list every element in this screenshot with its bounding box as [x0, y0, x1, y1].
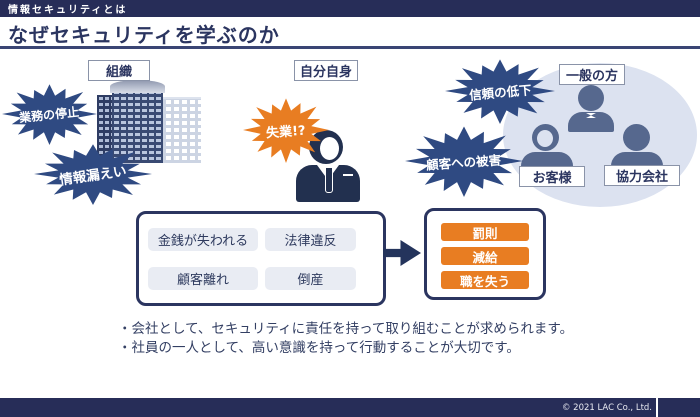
businessman-tie [325, 167, 333, 193]
self-label: 自分自身 [294, 60, 358, 81]
penalty-item-punishment: 罰則 [441, 223, 529, 241]
burst-info-leak: 情報漏えい [34, 144, 152, 205]
customer-person-head [532, 124, 559, 151]
burst-customer-damage: 顧客への被害 [405, 126, 523, 197]
partner-person-head [623, 124, 650, 151]
businessman-face [320, 137, 339, 160]
penalty-item-paycut: 減給 [441, 247, 529, 265]
page-title: なぜセキュリティを学ぶのか [8, 23, 280, 47]
penalty-box: 罰則 減給 職を失う [424, 208, 546, 300]
businessman-body [296, 165, 360, 202]
building-icon [97, 80, 201, 163]
copyright-text: © 2021 LAC Co., Ltd. [561, 402, 652, 413]
bullet-line-2: ・社員の一人として、高い意識を持って行動することが大切です。 [118, 340, 520, 356]
businessman-head [309, 130, 343, 164]
burst-business-stop: 業務の停止 [2, 84, 97, 145]
partner-label: 協力会社 [604, 165, 680, 186]
penalty-item-joblose: 職を失う [441, 271, 529, 289]
burst-info-leak-label: 情報漏えい [58, 163, 128, 189]
customer-person-face [537, 130, 553, 147]
public-person-icon [568, 85, 614, 132]
impact-box: 金銭が失われる 法律違反 顧客離れ 倒産 [136, 211, 386, 306]
public-label: 一般の方 [559, 64, 625, 85]
topbar: 情報セキュリティとは [0, 0, 700, 17]
bullet-line-1: ・会社として、セキュリティに責任を持って取り組むことが求められます。 [118, 321, 574, 337]
impact-item-law: 法律違反 [265, 228, 356, 251]
customer-label: お客様 [519, 166, 585, 187]
customer-person-icon [521, 124, 573, 172]
burst-job-loss-label: 失業!? [265, 123, 307, 141]
kicker-label: 情報セキュリティとは [8, 5, 128, 16]
impact-item-bankruptcy: 倒産 [265, 267, 356, 290]
building-center-icon [110, 80, 165, 163]
building-right-icon [163, 97, 201, 163]
businessman-pocket [343, 174, 353, 176]
summary-bullets: ・会社として、セキュリティに責任を持って取り組むことが求められます。 ・社員の一… [118, 320, 573, 358]
arrow-right-icon [383, 240, 421, 266]
burst-business-stop-label: 業務の停止 [18, 104, 81, 125]
footer-divider [656, 398, 658, 417]
footer-bar: © 2021 LAC Co., Ltd. [0, 398, 700, 417]
impact-item-money: 金銭が失われる [148, 228, 258, 251]
public-person-body [568, 112, 614, 132]
impact-item-customers: 顧客離れ [148, 267, 258, 290]
title-underline [0, 46, 700, 49]
organization-label: 組織 [88, 60, 150, 81]
building-left-icon [97, 95, 115, 163]
burst-customer-damage-label: 顧客への被害 [426, 151, 503, 173]
burst-trust-decline-label: 信頼の低下 [468, 81, 532, 103]
public-person-head [578, 85, 604, 111]
businessman-icon [294, 130, 362, 202]
